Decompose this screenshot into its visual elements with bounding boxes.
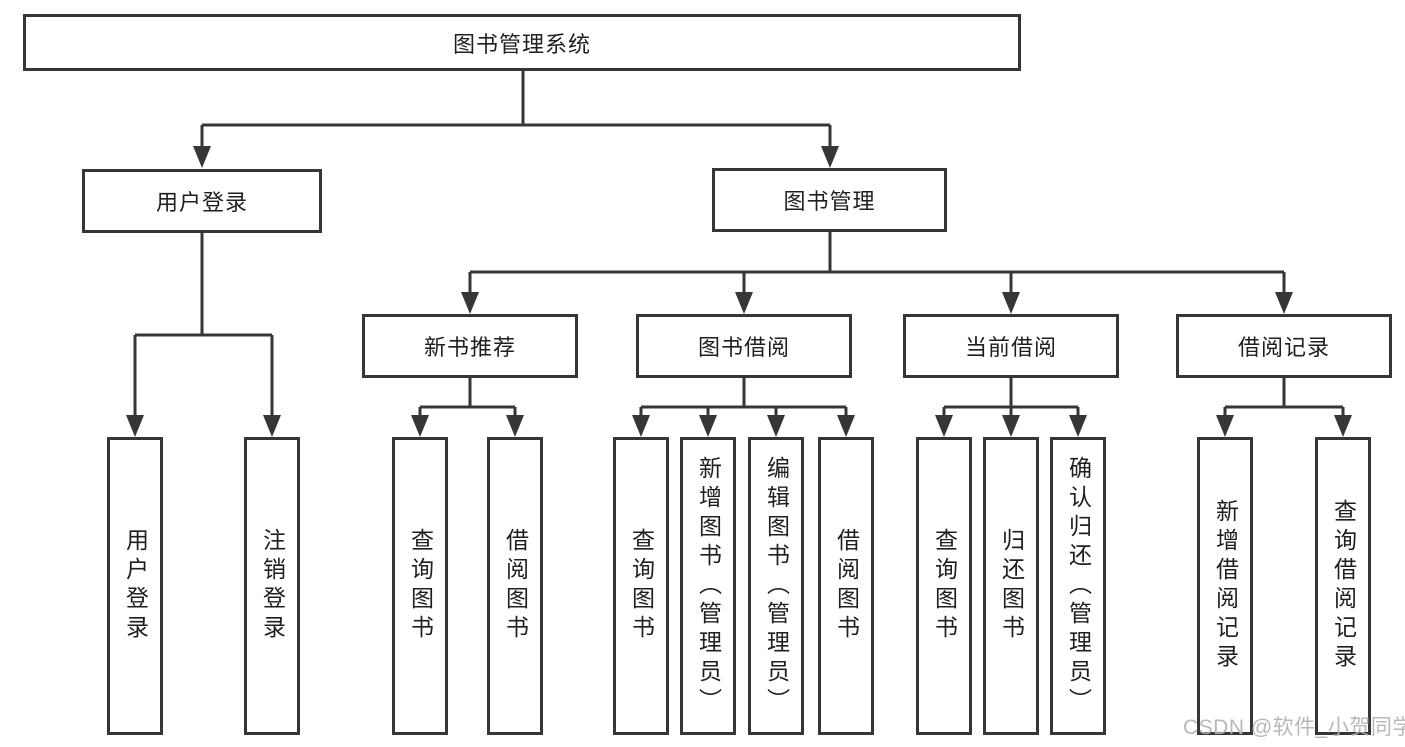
csdn-watermark: CSDN @软件_小贺同学	[1183, 716, 1405, 739]
node-book-borrowing: 图书借阅	[636, 314, 852, 378]
node-label: 图书管理	[783, 189, 876, 214]
leaf-return-books: 归还图书	[983, 437, 1039, 735]
leaf-label: 查询图书	[931, 528, 958, 644]
leaf-borrow-books-recommend: 借阅图书	[487, 437, 543, 735]
leaf-confirm-return-admin: 确认归还（管理员）	[1050, 437, 1106, 735]
node-library-management-system: 图书管理系统	[23, 14, 1021, 71]
leaf-borrow-books: 借阅图书	[818, 437, 874, 735]
leaf-label: 借阅图书	[833, 528, 860, 644]
connector-lines	[133, 71, 1345, 419]
leaf-query-books-current: 查询图书	[916, 437, 972, 735]
leaf-logout: 注销登录	[244, 437, 300, 735]
leaf-query-borrow-record: 查询借阅记录	[1315, 437, 1371, 735]
leaf-label: 编辑图书（管理员）	[763, 455, 790, 717]
leaf-add-books-admin: 新增图书（管理员）	[680, 437, 736, 735]
leaf-label: 新增借阅记录	[1212, 499, 1239, 673]
leaf-label: 注销登录	[259, 528, 286, 644]
leaf-label: 用户登录	[122, 528, 149, 644]
node-label: 当前借阅	[964, 335, 1057, 360]
leaf-add-borrow-record: 新增借阅记录	[1197, 437, 1253, 735]
node-user-login: 用户登录	[82, 169, 322, 233]
leaf-label: 新增图书（管理员）	[695, 455, 722, 717]
leaf-user-login: 用户登录	[107, 437, 163, 735]
leaf-label: 归还图书	[998, 528, 1025, 644]
leaf-query-books-borrowing: 查询图书	[613, 437, 669, 735]
node-current-borrowing: 当前借阅	[903, 314, 1119, 378]
node-book-management: 图书管理	[712, 168, 947, 232]
leaf-label: 查询借阅记录	[1330, 499, 1357, 673]
leaf-label: 查询图书	[628, 528, 655, 644]
node-borrowing-records: 借阅记录	[1176, 314, 1392, 378]
arrowhead-icons	[126, 146, 1352, 437]
leaf-label: 借阅图书	[502, 528, 529, 644]
node-label: 新书推荐	[423, 335, 516, 360]
node-label: 用户登录	[155, 190, 248, 215]
leaf-query-books-recommend: 查询图书	[392, 437, 448, 735]
node-label: 图书借阅	[697, 335, 790, 360]
node-label: 图书管理系统	[452, 31, 591, 57]
node-new-book-recommendation: 新书推荐	[362, 314, 578, 378]
leaf-label: 查询图书	[407, 528, 434, 644]
leaf-edit-books-admin: 编辑图书（管理员）	[748, 437, 804, 735]
leaf-label: 确认归还（管理员）	[1065, 455, 1092, 717]
node-label: 借阅记录	[1237, 335, 1330, 360]
